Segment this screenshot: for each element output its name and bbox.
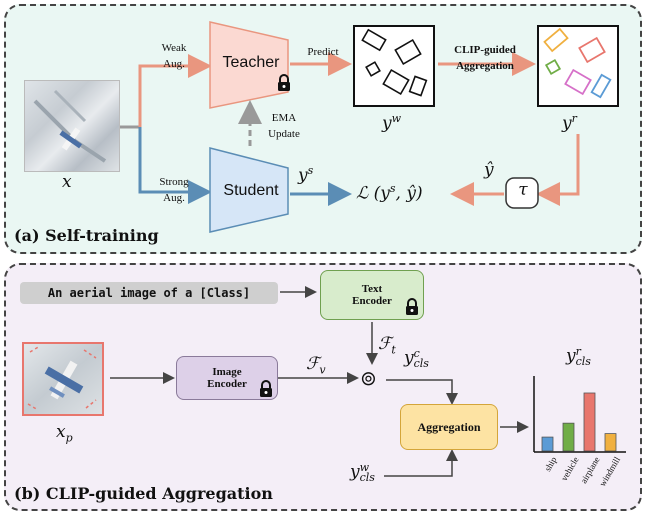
loss-label: ℒ (ys, ŷ) [356,182,423,204]
ft-label: ℱt [378,334,396,357]
teacher-block [209,21,289,109]
teacher-label: Teacher [222,54,280,71]
strong-aug-label: Strong Aug. [159,176,189,204]
bar-windmill [604,433,617,452]
bar-vehicle [562,422,575,452]
tau-label: τ [518,180,528,200]
bar-ship [541,436,554,452]
panel-a-title: (a) Self-training [14,226,159,245]
yr-label: yr [562,112,577,134]
text-encoder-lock-icon [406,298,418,315]
xp-label: xp [56,422,73,445]
yhat-label: ŷ [484,160,494,180]
ys-label: ys [298,164,314,186]
input-x-label: x [62,172,72,192]
teacher-lock-icon [278,74,290,91]
student-label: Student [223,182,279,199]
clip-guided-label: CLIP-guided Aggregation [454,44,516,72]
fusion-to-aggregation-arrow [386,379,458,405]
ema-update-label: EMA Update [268,112,300,140]
weak-aug-label: Weak Aug. [161,42,187,70]
student-block [209,147,289,233]
yr-detections [543,27,612,99]
ycls-w-to-aggregation-arrow [384,449,458,477]
fv-label: ℱv [306,354,326,377]
bar-airplane [583,392,596,452]
weak-aug-arrow [138,54,212,127]
yr-to-tau-arrow [536,134,580,206]
ycls-r-chart [533,376,626,453]
prompt-text-box: An aerial image of a [Class] [20,282,278,304]
tau-threshold-box [505,177,539,209]
yw-detections [361,28,428,97]
fusion-operator-icon: ⊚ [360,366,377,390]
xp-crop-image [22,342,104,416]
yr-refined-box [537,25,619,107]
image-encoder-lock-icon [260,380,272,397]
aggregation-box: Aggregation [400,404,498,450]
yw-label: yw [382,112,402,134]
predict-label: Predict [307,46,339,58]
strong-aug-arrow [138,127,212,204]
panel-b-title: (b) CLIP-guided Aggregation [14,484,273,503]
input-aerial-image [24,80,120,172]
